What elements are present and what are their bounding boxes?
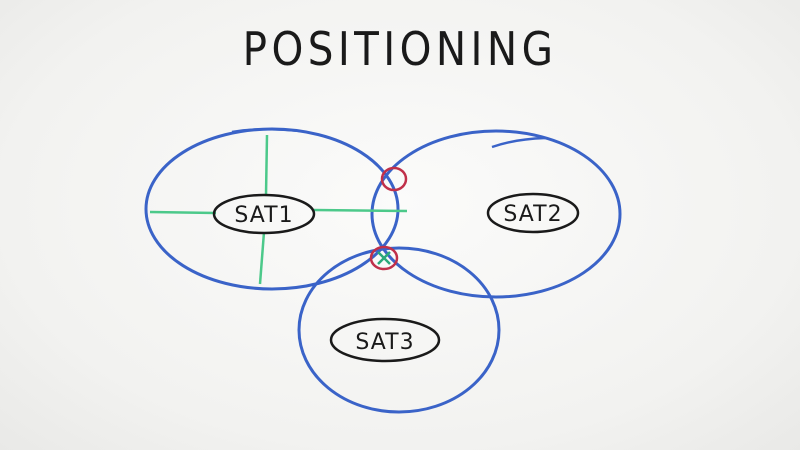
sat1-radius-down (258, 231, 266, 285)
sat3-range-circle (297, 246, 501, 414)
intersection-marker-top (380, 166, 408, 192)
intersection-marker-bottom (369, 245, 399, 271)
sat1-radius-right (313, 208, 408, 213)
sat1-radius-left (149, 210, 217, 215)
diagram-title: POSITIONING (242, 22, 558, 76)
position-fix-cross-icon (377, 251, 391, 265)
sat2-range-circle (370, 129, 622, 299)
sat2-label: SAT2 (503, 202, 562, 227)
sat1-radius-up (264, 134, 269, 196)
sat3-label: SAT3 (355, 330, 414, 355)
sat1-circle-overdraw (231, 127, 301, 134)
sat1-oval (212, 193, 316, 235)
sat2-circle-overdraw (491, 136, 546, 149)
sat1-label: SAT1 (234, 203, 293, 228)
sat2-oval (486, 192, 580, 234)
sat3-oval (329, 317, 441, 363)
